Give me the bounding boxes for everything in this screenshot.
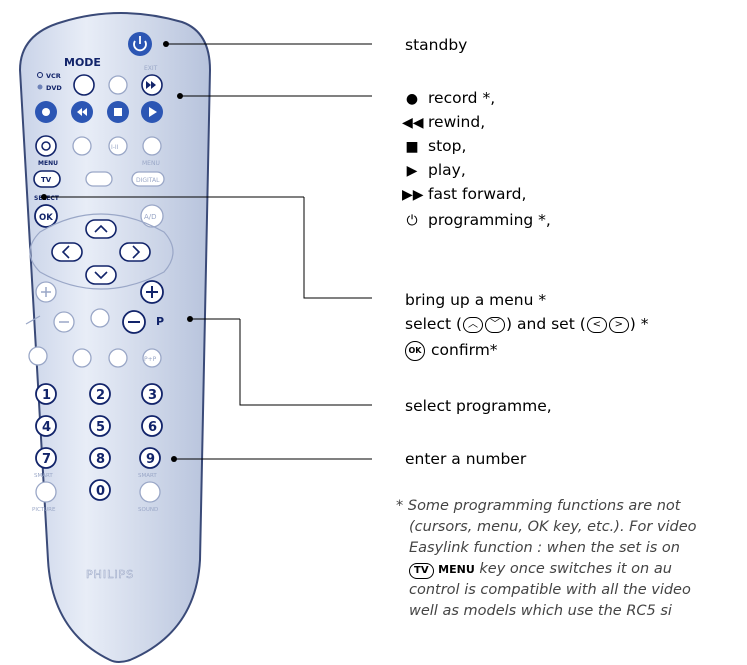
programme-label: select programme, bbox=[405, 397, 552, 415]
digit-0-button[interactable] bbox=[89, 479, 111, 501]
cursor-left-icon bbox=[61, 245, 70, 259]
ipp-label: I-II bbox=[111, 144, 119, 151]
digit-2-button[interactable] bbox=[89, 383, 111, 405]
ok-button[interactable] bbox=[34, 204, 58, 228]
rewind-icon: ◀◀ bbox=[402, 115, 424, 131]
cursor-down-icon: ﹀ bbox=[485, 316, 506, 333]
sound-mode-button[interactable] bbox=[108, 136, 128, 156]
svg-text:2: 2 bbox=[96, 388, 105, 403]
digital-button[interactable] bbox=[131, 171, 165, 187]
footnote: * Some programming functions are not (cu… bbox=[396, 498, 697, 619]
standby-label: standby bbox=[405, 36, 468, 54]
svg-text:OK: OK bbox=[39, 213, 53, 223]
number-label: enter a number bbox=[405, 450, 527, 468]
cursor-up-icon: ︿ bbox=[463, 316, 484, 333]
exit-label: EXIT bbox=[144, 65, 158, 72]
svg-text:6: 6 bbox=[148, 420, 157, 435]
tv-menu-key-icon: TV bbox=[409, 563, 434, 579]
mode-button[interactable] bbox=[73, 74, 95, 96]
digit-5-button[interactable] bbox=[89, 415, 111, 437]
cursor-up-icon bbox=[94, 224, 108, 233]
digit-8-button[interactable] bbox=[89, 447, 111, 469]
cursor-down-icon bbox=[94, 271, 108, 280]
digit-9-button[interactable] bbox=[139, 447, 161, 469]
menu-right-label: MENU bbox=[142, 160, 160, 167]
standby-icon bbox=[133, 40, 147, 52]
p-label: P bbox=[156, 315, 164, 328]
dvd-label: DVD bbox=[46, 84, 62, 92]
tv-menu-button[interactable] bbox=[33, 170, 61, 188]
cursor-up-button[interactable] bbox=[85, 219, 117, 239]
remote-control: MODE VCR DVD EXIT I-II MENU MENU TV DIGI… bbox=[18, 12, 212, 663]
digit-7-button[interactable] bbox=[35, 447, 57, 469]
programming-icon: ⏻ bbox=[406, 213, 418, 229]
info-button[interactable] bbox=[85, 171, 113, 187]
svg-text:0: 0 bbox=[96, 484, 105, 499]
input-button[interactable] bbox=[108, 75, 128, 95]
number-keys: 1 2 3 4 5 6 7 8 9 0 bbox=[35, 383, 163, 501]
cursor-right-icon: > bbox=[608, 316, 629, 333]
svg-text:P+P: P+P bbox=[144, 356, 157, 363]
digit-3-button[interactable] bbox=[141, 383, 163, 405]
cursor-right-icon bbox=[132, 245, 141, 259]
play-label: ▶play, bbox=[402, 160, 466, 181]
smart-sound-button[interactable] bbox=[139, 481, 161, 503]
ad-button[interactable] bbox=[140, 204, 164, 228]
ok-icon: OK bbox=[405, 340, 425, 361]
teletext-button[interactable] bbox=[72, 136, 92, 156]
play-icon: ▶ bbox=[406, 163, 418, 179]
svg-text:7: 7 bbox=[42, 452, 51, 467]
svg-text:A/D: A/D bbox=[144, 213, 157, 221]
menu-label: bring up a menu * bbox=[405, 291, 547, 309]
cursor-right-button[interactable] bbox=[119, 242, 151, 262]
record-label: ●record *, bbox=[402, 88, 495, 109]
svg-text:DIGITAL: DIGITAL bbox=[136, 177, 160, 184]
svg-text:TV: TV bbox=[41, 176, 52, 184]
mode-label: MODE bbox=[64, 56, 101, 69]
menu-left-label: MENU bbox=[38, 160, 58, 167]
fast-forward-label: ▶▶fast forward, bbox=[402, 185, 527, 203]
fast-forward-icon: ▶▶ bbox=[402, 187, 424, 203]
programming-label: ⏻programming *, bbox=[402, 210, 550, 231]
cursor-left-button[interactable] bbox=[51, 242, 83, 262]
select-set-label: select (︿﹀) and set (<>) * bbox=[405, 315, 649, 333]
svg-text:SOUND: SOUND bbox=[138, 507, 158, 513]
digit-4-button[interactable] bbox=[35, 415, 57, 437]
stop-label: ■stop, bbox=[402, 136, 466, 157]
svg-text:SMART: SMART bbox=[34, 473, 53, 479]
vcr-label: VCR bbox=[46, 72, 61, 80]
svg-text:SMART: SMART bbox=[138, 473, 157, 479]
programming-button[interactable] bbox=[35, 135, 57, 157]
cursor-down-button[interactable] bbox=[85, 265, 117, 285]
select-label: SELECT bbox=[34, 195, 60, 202]
smart-picture-button[interactable] bbox=[35, 481, 57, 503]
record-icon: ● bbox=[405, 91, 419, 107]
svg-text:3: 3 bbox=[148, 388, 157, 403]
svg-text:1: 1 bbox=[42, 388, 51, 403]
stop-icon: ■ bbox=[405, 139, 419, 155]
rewind-label: ◀◀rewind, bbox=[402, 113, 486, 131]
svg-text:5: 5 bbox=[96, 420, 105, 435]
cursor-left-icon: < bbox=[586, 316, 607, 333]
format-button[interactable] bbox=[142, 136, 162, 156]
digit-1-button[interactable] bbox=[35, 383, 57, 405]
svg-text:8: 8 bbox=[96, 452, 105, 467]
svg-text:4: 4 bbox=[42, 420, 51, 435]
svg-text:9: 9 bbox=[146, 452, 155, 467]
brand-logo: PHILIPS bbox=[86, 568, 134, 581]
mute-button[interactable] bbox=[90, 308, 110, 328]
svg-text:PICTURE: PICTURE bbox=[32, 507, 56, 513]
digit-6-button[interactable] bbox=[141, 415, 163, 437]
